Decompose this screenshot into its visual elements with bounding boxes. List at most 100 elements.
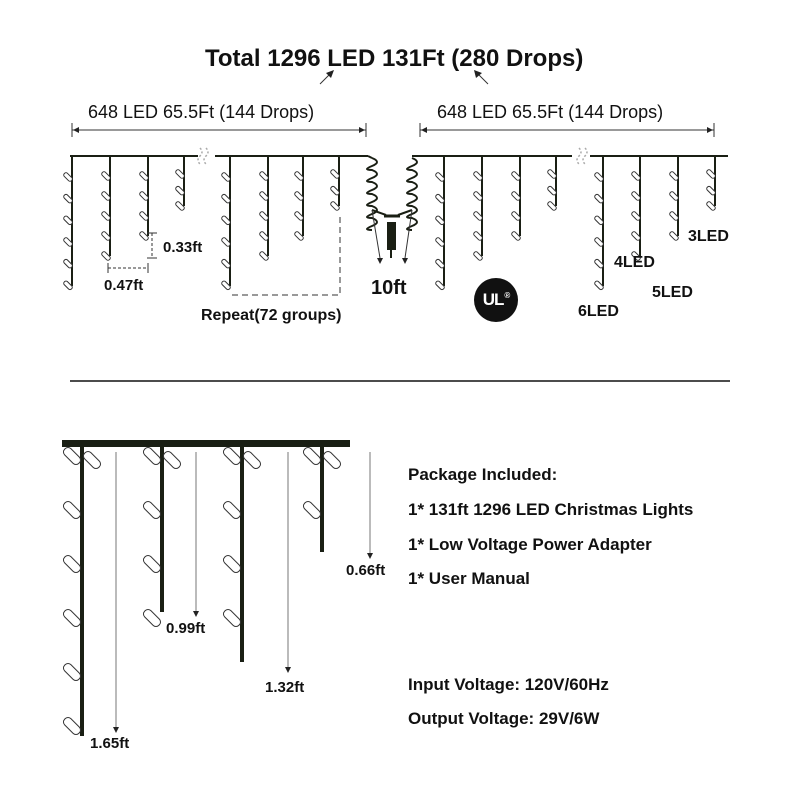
bulb-body [435, 215, 445, 226]
bulb-body [62, 446, 82, 466]
bulb-body [221, 258, 231, 269]
led-bulb [139, 191, 149, 201]
led-bulb [259, 231, 269, 241]
bulb-body [63, 193, 73, 204]
led-bulb [101, 231, 111, 241]
led-bulb [62, 500, 82, 520]
arrow-head [113, 727, 119, 733]
led-bulb [63, 215, 73, 226]
bulb-body [259, 251, 269, 261]
drop-length-4: 0.66ft [346, 562, 386, 579]
bulb-body [669, 231, 679, 241]
led-bulb [139, 171, 149, 181]
led-bulb [631, 231, 641, 241]
led-bulb [63, 280, 73, 291]
led-bulb [594, 280, 604, 291]
bulb-body [139, 171, 149, 181]
bulb-body [473, 251, 483, 261]
led-bulb [706, 185, 716, 196]
led-bulb [101, 191, 111, 201]
bulb-body [259, 191, 269, 201]
bulb-layer [62, 169, 716, 736]
bulb-body [139, 231, 149, 241]
led-bulb [473, 231, 483, 241]
bulb-body [631, 231, 641, 241]
led-bulb [222, 446, 242, 466]
bulb-body [63, 280, 73, 291]
led-bulb [302, 500, 322, 520]
led-bulb [302, 446, 322, 466]
bulb-body [101, 231, 111, 241]
repeat-group-bracket [232, 215, 341, 296]
input-voltage: Input Voltage: 120V/60Hz [408, 675, 609, 694]
bulb-body [142, 608, 162, 628]
vertical-spacing-label: 0.33ft [163, 239, 203, 256]
led-bulb [142, 554, 162, 574]
bulb-body [63, 215, 73, 226]
total-title: Total 1296 LED 131Ft (280 Drops) [205, 45, 584, 72]
package-item-manual: 1* User Manual [408, 569, 530, 588]
led-bulb [222, 608, 242, 628]
bulb-body [221, 237, 231, 247]
arrow-head [421, 127, 427, 133]
led-bulb [631, 171, 641, 181]
led-count-4: 4LED [614, 254, 655, 271]
led-bulb [221, 280, 231, 291]
arrow-head [402, 258, 408, 264]
bulb-body [101, 251, 111, 261]
led-bulb [63, 237, 73, 247]
led-bulb [294, 231, 304, 241]
bulb-body [101, 191, 111, 201]
drop-length-1: 1.65ft [90, 735, 130, 752]
led-bulb [547, 201, 557, 211]
lead-join-right [397, 209, 413, 216]
led-bulb [322, 450, 342, 470]
led-bulb [142, 608, 162, 628]
bulb-body [294, 171, 304, 181]
bulb-body [511, 231, 521, 241]
bulb-body [259, 231, 269, 241]
arrow-head [193, 611, 199, 617]
power-plug [387, 222, 396, 250]
led-bulb [294, 211, 304, 221]
led-bulb [63, 172, 73, 182]
title-arrow-right [477, 73, 489, 85]
led-count-5: 5LED [652, 284, 693, 301]
bulb-body [631, 211, 641, 221]
led-bulb [294, 191, 304, 201]
led-bulb [62, 716, 82, 736]
led-bulb [294, 171, 304, 181]
led-bulb [435, 237, 445, 247]
lead-arrow-right [404, 209, 413, 259]
break-mark [576, 147, 588, 165]
bulb-body [511, 171, 521, 181]
bulb-body [82, 450, 102, 470]
led-bulb [547, 185, 557, 196]
coiled-lead-left [366, 157, 378, 231]
arrow-head [707, 127, 713, 133]
bulb-body [221, 215, 231, 226]
led-bulb [669, 191, 679, 201]
led-bulb [435, 280, 445, 291]
bulb-body [175, 185, 185, 196]
led-bulb [175, 169, 185, 179]
bulb-body [221, 193, 231, 204]
ul-text: UL [482, 290, 505, 309]
bulb-body [631, 251, 641, 261]
bulb-body [594, 280, 604, 291]
led-bulb [62, 446, 82, 466]
led-bulb [162, 450, 182, 470]
led-bulb [330, 185, 340, 196]
bulb-body [631, 191, 641, 201]
output-voltage: Output Voltage: 29V/6W [408, 709, 600, 728]
bulb-body [511, 191, 521, 201]
ul-certification-icon: UL® [474, 278, 518, 322]
dimension-layer [70, 70, 730, 733]
bulb-body [175, 169, 185, 179]
led-bulb [669, 171, 679, 181]
led-bulb [511, 231, 521, 241]
led-bulb [142, 500, 162, 520]
lead-connector-left [367, 155, 373, 159]
led-bulb [594, 193, 604, 204]
bulb-body [259, 211, 269, 221]
